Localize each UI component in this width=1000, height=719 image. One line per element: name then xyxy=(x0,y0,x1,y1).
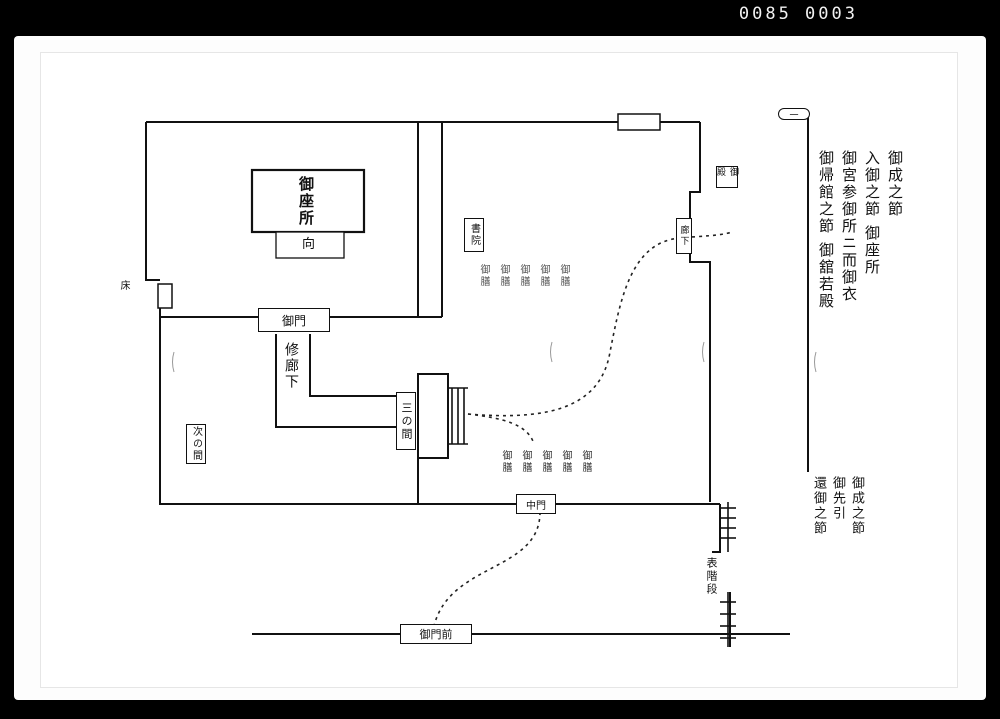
legend-col-4: 御帰館之節 御舘若殿 xyxy=(817,150,835,310)
route-bottom xyxy=(433,511,541,627)
facing-label: 向 xyxy=(302,237,316,252)
attendant-top-3: 御膳 xyxy=(518,264,529,288)
legend-block-1: 御成之節 入御之節 御座所 御宮参御所ニ而御衣 御帰館之節 御舘若殿 xyxy=(817,150,904,310)
sub-gate-label: 中門 xyxy=(516,494,556,514)
top-gate-box xyxy=(617,113,661,131)
document-sheet: 御座所 向 御門 修廊下 三の間 次の間 書院 中門 御門前 表階段 廊下 御殿… xyxy=(40,52,958,688)
lower-room-label: 次の間 xyxy=(186,424,206,464)
right-small-label: 御殿 xyxy=(715,166,738,188)
attendant-bottom-3: 御膳 xyxy=(540,450,551,474)
attendant-bottom-5: 御膳 xyxy=(580,450,591,474)
attendant-bottom-4: 御膳 xyxy=(560,450,571,474)
third-room-label: 三の間 xyxy=(396,392,416,450)
upper-gate-label: 御門 xyxy=(258,308,330,332)
attendant-top-4: 御膳 xyxy=(538,264,549,288)
attendant-bottom-2: 御膳 xyxy=(520,450,531,474)
bottom-gate-label: 御門前 xyxy=(400,624,472,644)
attendant-top-5: 御膳 xyxy=(558,264,569,288)
attendant-top-1: 御膳 xyxy=(478,264,489,288)
corridor-line-2 xyxy=(275,334,396,428)
study-room-label: 書院 xyxy=(464,218,484,252)
right-stairs-wall xyxy=(712,504,721,553)
right-annex-label: 廊下 xyxy=(676,218,692,254)
corridor-line-1 xyxy=(309,334,396,397)
attendant-top-2: 御膳 xyxy=(498,264,509,288)
frame-number: 0085 0003 xyxy=(738,4,858,24)
right-wall xyxy=(689,122,711,502)
attendants-top: 御膳 御膳 御膳 御膳 御膳 xyxy=(478,264,569,288)
main-hall-label: 御座所 xyxy=(297,176,315,227)
stair-block xyxy=(417,373,449,459)
route-upper xyxy=(467,231,733,417)
legend-block-2: 御成之節 御先引 還御之節 xyxy=(811,476,864,536)
route-lower xyxy=(467,413,535,445)
legend-col-6: 御先引 xyxy=(830,476,845,521)
legend-col-7: 還御之節 xyxy=(811,476,826,536)
legend-top-mark: 一 xyxy=(778,108,810,121)
legend-col-1: 御成之節 xyxy=(886,150,904,218)
legend-col-2: 入御之節 御座所 xyxy=(863,150,881,276)
attendant-bottom-1: 御膳 xyxy=(500,450,511,474)
left-gate-box xyxy=(157,283,173,309)
legend-col-3: 御宮参御所ニ而御衣 xyxy=(840,150,858,303)
corridor-label: 修廊下 xyxy=(283,342,299,390)
east-room-label: 床 xyxy=(118,280,129,292)
floor-plan-drawing xyxy=(145,113,817,647)
outer-wall-top xyxy=(145,122,160,281)
legend-col-5: 御成之節 xyxy=(849,476,864,536)
right-ladder xyxy=(720,502,736,647)
attendants-bottom: 御膳 御膳 御膳 御膳 御膳 xyxy=(500,450,591,474)
facing-box xyxy=(275,231,345,259)
right-stairs-label: 表階段 xyxy=(705,557,718,596)
